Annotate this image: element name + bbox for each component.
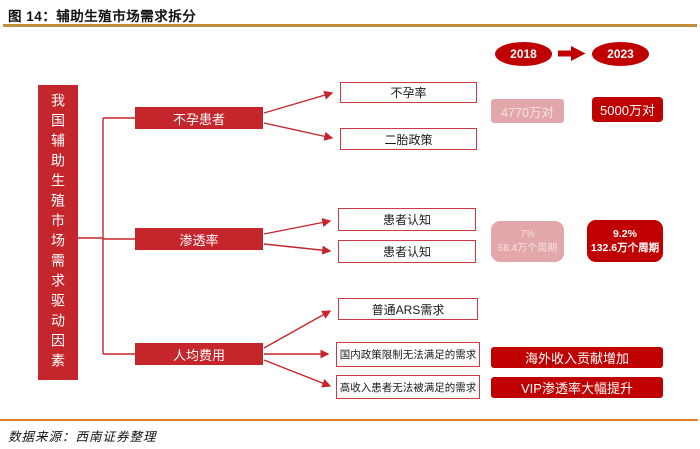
year-label: 2023 xyxy=(607,47,634,61)
arrow-to-patient-awareness-1 xyxy=(263,218,332,235)
footer-divider-line xyxy=(0,419,698,421)
arrow-to-patient-awareness-2 xyxy=(263,243,332,255)
highlight-vip-penetration: VIP渗透率大幅提升 xyxy=(491,377,663,398)
branch-penetration-rate: 渗透率 xyxy=(135,228,263,250)
year-label: 2018 xyxy=(510,47,537,61)
leaf-ordinary-ars-demand: 普通ARS需求 xyxy=(338,298,478,320)
leaf-policy-restricted-demand: 国内政策限制无法满足的需求 xyxy=(336,342,480,367)
arrow-to-second-child-policy xyxy=(263,122,334,141)
year-oval-2018: 2018 xyxy=(495,42,552,66)
leaf-label: 高收入患者无法被满足的需求 xyxy=(339,381,477,394)
metric-couples-2023: 5000万对 xyxy=(592,97,663,122)
arrow-to-infertility-rate xyxy=(263,90,334,114)
leaf-high-income-unmet-demand: 高收入患者无法被满足的需求 xyxy=(336,375,480,399)
leaf-label: 二胎政策 xyxy=(384,132,433,147)
penetration-cycles: 132.6万个周期 xyxy=(590,242,660,254)
branch-infertile-patients: 不孕患者 xyxy=(135,107,263,129)
leaf-label: 普通ARS需求 xyxy=(371,302,445,317)
leaf-label: 患者认知 xyxy=(382,213,431,227)
leaf-infertility-rate: 不孕率 xyxy=(340,82,477,103)
root-node: 我国辅助生殖市场需求驱动因素 xyxy=(38,85,78,380)
title-divider-line xyxy=(3,24,697,27)
arrow-to-high-income-demand xyxy=(263,359,332,388)
year-transition-arrow-icon xyxy=(558,46,586,61)
branch-per-capita-cost: 人均费用 xyxy=(135,343,263,365)
year-oval-2023: 2023 xyxy=(592,42,649,66)
leaf-second-child-policy: 二胎政策 xyxy=(340,128,477,150)
metric-penetration-2018: 7% 68.4万个周期 xyxy=(491,221,564,262)
branch-label: 不孕患者 xyxy=(172,111,225,127)
penetration-pct: 9.2% xyxy=(613,227,637,240)
metric-penetration-2023: 9.2% 132.6万个周期 xyxy=(587,220,663,262)
highlight-overseas-revenue: 海外收入贡献增加 xyxy=(491,347,663,368)
branch-label: 人均费用 xyxy=(172,347,225,363)
source-note: 数据来源：西南证券整理 xyxy=(8,430,157,444)
branch-label: 渗透率 xyxy=(179,232,219,248)
leaf-label: 不孕率 xyxy=(390,86,427,100)
root-node-label: 我国辅助生殖市场需求驱动因素 xyxy=(50,92,66,373)
metric-couples-2018: 4770万对 xyxy=(491,99,564,123)
arrow-to-ordinary-ars-demand xyxy=(263,310,332,349)
penetration-cycles: 68.4万个周期 xyxy=(497,242,558,254)
page-title: 图 14：辅助生殖市场需求拆分 xyxy=(8,9,197,24)
leaf-patient-awareness-2: 患者认知 xyxy=(338,240,476,263)
penetration-pct: 7% xyxy=(520,229,535,240)
leaf-label: 患者认知 xyxy=(382,245,431,259)
leaf-patient-awareness-1: 患者认知 xyxy=(338,208,476,231)
leaf-label: 国内政策限制无法满足的需求 xyxy=(339,349,477,361)
